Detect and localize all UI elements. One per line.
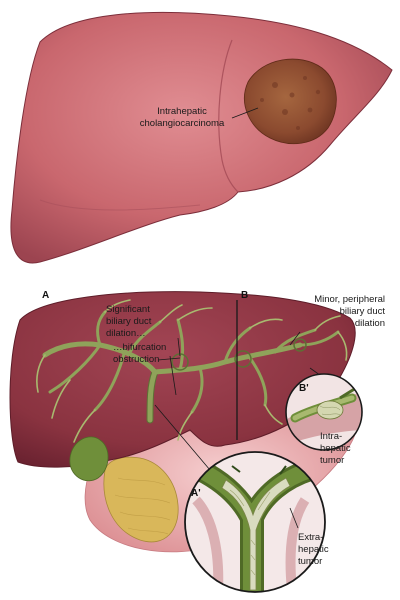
inset-b-border <box>285 373 363 451</box>
biliary-tree <box>36 299 348 443</box>
panel-label-a: A <box>42 290 49 301</box>
minor-dilation-label-line2: biliary duct <box>340 306 386 317</box>
bifurcation-obstruction-label: …bifurcation <box>113 342 166 353</box>
extrahepatic-tumor-label: Extra- <box>298 532 323 543</box>
inset-b-prime-label: B' <box>299 383 309 394</box>
minor-dilation-label: Minor, peripheral <box>314 294 385 305</box>
top-liver-shading <box>39 199 201 211</box>
tumor-label-leader <box>231 107 259 119</box>
top-liver-illustration: Intrahepatic cholangiocarcinoma <box>10 11 393 264</box>
significant-dilation-label: Significant <box>106 304 150 315</box>
tumor-mass <box>244 58 337 145</box>
tumor-label-line2: cholangiocarcinoma <box>140 118 225 129</box>
extrahepatic-tumor-label-line2: hepatic <box>298 544 329 555</box>
minor-dilation-label-line3: dilation <box>355 318 385 329</box>
significant-dilation-label-line2: biliary duct <box>106 316 152 327</box>
extrahepatic-tumor-label-line3: tumor <box>298 556 322 567</box>
panel-label-b: B <box>241 290 248 301</box>
intrahepatic-tumor-label-line3: tumor <box>320 455 344 466</box>
inset-a-prime-label: A' <box>191 488 201 499</box>
tumor-texture <box>260 76 321 130</box>
inset-b-prime: B' Intra- hepatic tumor <box>285 373 363 466</box>
significant-dilation-label-line3: dilation… <box>106 328 146 339</box>
tumor-label: Intrahepatic <box>157 106 207 117</box>
intrahepatic-tumor-label: Intra- <box>320 431 342 442</box>
intrahepatic-tumor-label-line2: hepatic <box>320 443 351 454</box>
inset-a-border <box>184 451 326 593</box>
gallbladder <box>69 436 109 482</box>
duodenum-texture <box>114 477 171 535</box>
inset-a-prime: A' Extra- hepatic tumor <box>184 451 329 593</box>
top-liver-fissure <box>218 39 239 193</box>
duodenum <box>103 456 179 543</box>
bottom-liver-illustration: A B Significant biliary duct dilation… …… <box>9 290 386 553</box>
extrahepatic-tumor-leader <box>289 507 299 529</box>
top-liver-body <box>10 11 393 264</box>
bifurcation-obstruction-label-line2: obstruction <box>113 354 159 365</box>
